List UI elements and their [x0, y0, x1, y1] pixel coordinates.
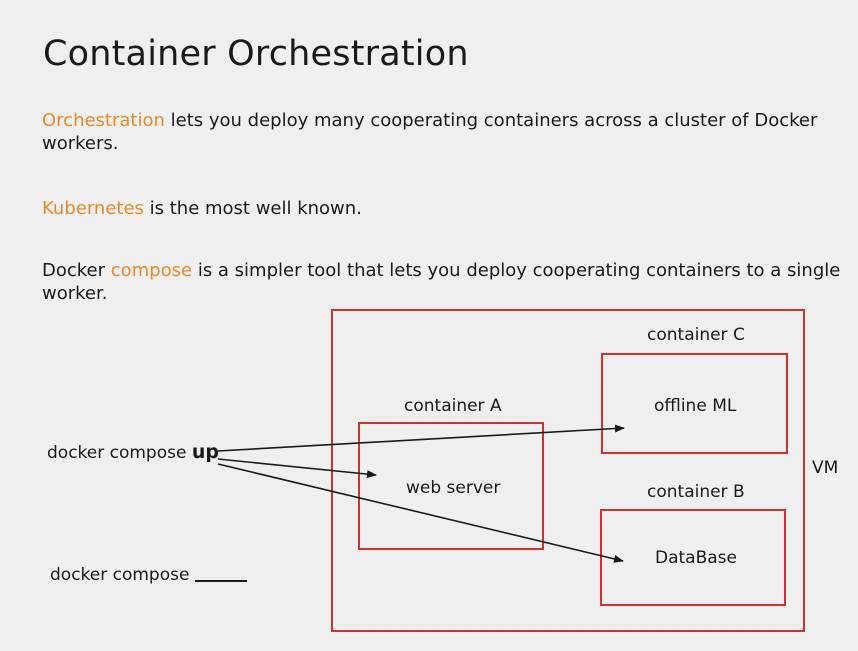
compose-prefix: Docker [42, 260, 111, 281]
kubernetes-text: is the most well known. [143, 198, 362, 219]
compose-text: is a simpler tool that lets you deploy c… [42, 260, 841, 304]
compose-up-command: docker compose up [47, 441, 219, 464]
container-c-box [601, 353, 788, 454]
container-b-label: container B [647, 482, 745, 502]
kubernetes-paragraph: Kubernetes is the most well known. [42, 197, 842, 220]
compose-up-verb: up [191, 441, 219, 463]
slide-title: Container Orchestration [43, 34, 469, 74]
compose-term: compose [110, 260, 193, 281]
container-c-label: container C [647, 325, 745, 345]
offline-ml-label: offline ML [654, 396, 737, 416]
compose-paragraph: Docker compose is a simpler tool that le… [42, 259, 842, 305]
compose-up-prefix: docker compose [47, 443, 192, 463]
compose-blank-command: docker compose [50, 564, 248, 586]
vm-label: VM [812, 458, 839, 478]
container-a-label: container A [404, 396, 502, 416]
orchestration-paragraph: Orchestration lets you deploy many coope… [42, 109, 842, 155]
fill-in-blank-line [195, 580, 248, 582]
orchestration-text: lets you deploy many cooperating contain… [42, 110, 818, 154]
kubernetes-term: Kubernetes [42, 198, 144, 219]
compose-blank-prefix: docker compose [50, 565, 190, 585]
database-label: DataBase [655, 548, 737, 568]
orchestration-term: Orchestration [42, 110, 165, 131]
web-server-label: web server [406, 478, 501, 498]
